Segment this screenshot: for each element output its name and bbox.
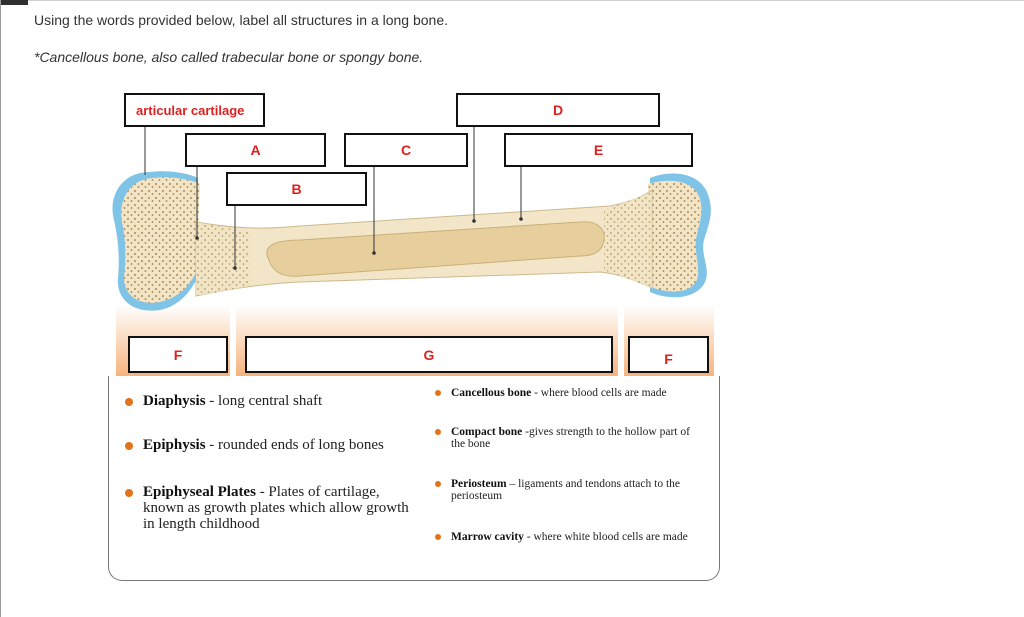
legend-item-epiphysis: Epiphysis - rounded ends of long bones xyxy=(125,437,415,453)
leader-dot-a xyxy=(195,236,199,240)
instructions-text: Using the words provided below, label al… xyxy=(34,12,449,28)
label-box-d[interactable]: D xyxy=(456,93,660,127)
label-box-e[interactable]: E xyxy=(504,133,693,167)
bullet-icon xyxy=(435,481,441,487)
leader-dot-b xyxy=(233,266,237,270)
legend-item-marrow: Marrow cavity - where white blood cells … xyxy=(435,531,719,543)
bullet-icon xyxy=(125,398,133,406)
bullet-icon xyxy=(125,489,133,497)
legend-item-diaphysis: Diaphysis - long central shaft xyxy=(125,393,415,409)
left-border xyxy=(0,0,1,617)
label-box-c[interactable]: C xyxy=(344,133,468,167)
label-box-a[interactable]: A xyxy=(185,133,326,167)
leader-dot-c xyxy=(372,251,376,255)
bullet-icon xyxy=(125,442,133,450)
right-metaphysis xyxy=(604,192,652,288)
top-border xyxy=(0,0,1024,1)
leader-dot-e xyxy=(519,217,523,221)
legend-item-epiphyseal-plates: Epiphyseal Plates - Plates of cartilage,… xyxy=(125,484,410,532)
label-box-f-right[interactable]: F xyxy=(628,336,709,373)
label-box-f-left[interactable]: F xyxy=(128,336,228,373)
legend-item-compact: Compact bone -gives strength to the holl… xyxy=(435,426,705,450)
legend-item-periosteum: Periosteum – ligaments and tendons attac… xyxy=(435,478,705,502)
left-metaphysis xyxy=(196,222,250,296)
bullet-icon xyxy=(435,390,441,396)
left-epiphysis xyxy=(121,177,200,303)
right-epiphysis xyxy=(648,180,702,292)
legend-item-cancellous: Cancellous bone - where blood cells are … xyxy=(435,387,715,399)
label-articular-cartilage[interactable]: articular cartilage xyxy=(124,93,265,127)
label-box-g[interactable]: G xyxy=(245,336,613,373)
label-box-b[interactable]: B xyxy=(226,172,367,206)
legend-panel: Diaphysis - long central shaft Epiphysis… xyxy=(108,376,720,581)
marrow-cavity xyxy=(266,221,605,277)
question-number-tab xyxy=(0,0,28,5)
bullet-icon xyxy=(435,534,441,540)
bullet-icon xyxy=(435,429,441,435)
note-text: *Cancellous bone, also called trabecular… xyxy=(34,49,424,65)
leader-dot-d xyxy=(472,219,476,223)
